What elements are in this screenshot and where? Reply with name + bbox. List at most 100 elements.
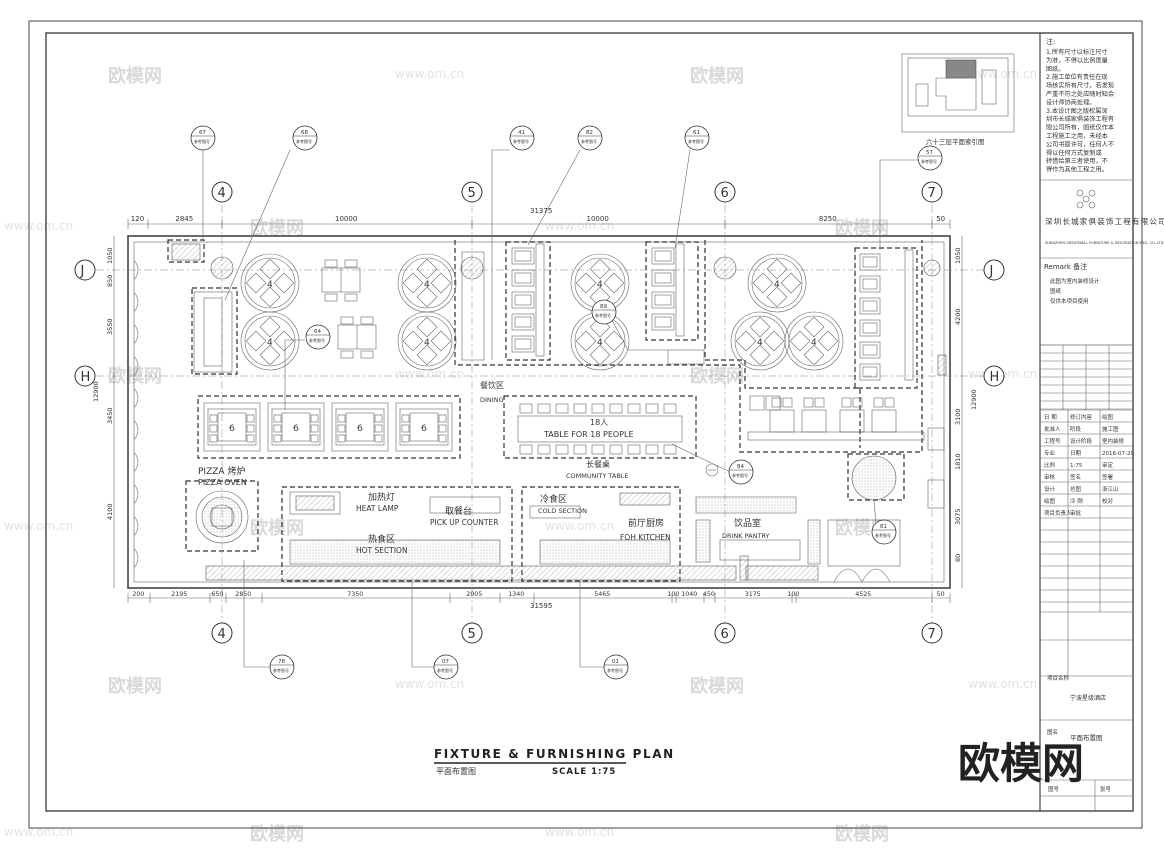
outer-border (28, 20, 1143, 829)
plan-scale: SCALE 1:75 (552, 767, 616, 777)
notes-line: 3.本设计图之版权属深 (1046, 107, 1108, 115)
notes-line: 场核实所有尺寸，若发现 (1046, 82, 1114, 90)
grid-bubble-label: 6 (721, 186, 729, 201)
watermark-logo: 欧模网 (958, 739, 1084, 788)
grid-bubble-label: 7 (928, 627, 936, 642)
dimension-text: 100 (667, 591, 679, 598)
dimension-text: 1050 (954, 247, 962, 264)
drawing-name: 平面布置图 (1070, 733, 1103, 742)
label-heat-lamp: 加热灯 (368, 491, 395, 503)
detail-tag-text: 参考图号 (309, 337, 325, 343)
grid-bubble (714, 181, 736, 203)
label-foh: 前厅厨房 (628, 517, 664, 529)
title-block-cell: 2016-07-20 (1102, 451, 1134, 457)
booth-6: 6 (331, 402, 389, 452)
watermark: 欧模网 (108, 65, 162, 87)
detail-tag-code: 68 (301, 130, 308, 136)
grid-bubble (714, 622, 736, 644)
detail-tag-text: 参考图号 (875, 532, 891, 538)
dimension-text: 2845 (175, 215, 193, 223)
dimension-text: 50 (937, 591, 945, 598)
detail-tag (509, 125, 535, 151)
watermark: 欧模网 (108, 675, 162, 697)
notes-line: 1.所有尺寸以标注尺寸 (1046, 48, 1108, 56)
pizza-oven (195, 490, 249, 544)
table-seat-count: 4 (774, 280, 780, 290)
booth-6: 6 (203, 402, 261, 452)
detail-tag-text: 参考图号 (595, 312, 611, 318)
grid-bubble (983, 259, 1005, 281)
booth-6: 6 (395, 402, 453, 452)
watermark-url: www.om.cn (395, 367, 464, 381)
remark-line: 图纸 (1050, 287, 1062, 295)
dimension-text: 3075 (954, 508, 962, 525)
remark-line: 仅供本项目使用 (1050, 297, 1089, 305)
table-seat-count: 4 (424, 280, 430, 290)
dimension-text: 1050 (106, 247, 114, 264)
zone-sideboard (191, 287, 238, 375)
grid-bubble-label: H (990, 370, 1000, 385)
four-top-table (871, 397, 897, 433)
label-community: 长餐桌 (586, 459, 610, 469)
key-plan-label: 六十三层平面索引图 (926, 137, 985, 146)
dimension-text: 100 (787, 591, 799, 598)
watermark-url: www.om.cn (545, 519, 614, 533)
grid-bubble (74, 365, 96, 387)
label-pickup: 取餐台 (445, 505, 472, 517)
dimension-text: 7350 (347, 591, 363, 598)
detail-tag (577, 125, 603, 151)
detail-tag-code: 84 (737, 464, 744, 470)
grid-bubble (74, 259, 96, 281)
grid-bubble (921, 181, 943, 203)
label-cold-en: COLD SECTION (538, 507, 587, 515)
entrance-doors (833, 568, 891, 583)
dimension-text: 10000 (587, 215, 609, 223)
table-seat-count: 4 (597, 338, 603, 348)
label-foh-en: FOH KITCHEN (620, 533, 671, 542)
grid-bubble (211, 181, 233, 203)
label-pizza: PIZZA 烤炉 (198, 465, 245, 477)
zone-bench-2 (645, 241, 699, 341)
booth-seat-count: 6 (229, 424, 235, 434)
watermark: 欧模网 (835, 823, 889, 845)
dimension-text: 12900 (92, 381, 100, 402)
detail-tag-text: 参考图号 (581, 138, 597, 144)
title-block-cell: 绘图 (1102, 413, 1114, 421)
back-counter (205, 565, 737, 581)
label-dining: 餐饮区 (480, 380, 504, 390)
watermark: 欧模网 (690, 675, 744, 697)
building-outline (127, 235, 951, 589)
dimension-text: 200 (132, 591, 144, 598)
dimension-text: 2005 (466, 591, 482, 598)
grid-bubble-label: J (80, 264, 85, 279)
zone-booths (197, 395, 461, 459)
detail-tag (305, 324, 331, 350)
title-block-cell: 设计阶段 (1070, 437, 1093, 445)
reference-tags: 67参考图号68参考图号41参考图号82参考图号61参考图号57参考图号64参考… (190, 125, 943, 680)
dimension-text: 450 (703, 591, 715, 598)
dimension-text: 4200 (954, 308, 962, 325)
grid-bubble-label: 4 (218, 186, 226, 201)
grid-bubble-label: 5 (468, 627, 476, 642)
booth-seat-count: 6 (293, 424, 299, 434)
title-block-cell: 审批 (1070, 509, 1082, 517)
notes-line: 设计师协商处理。 (1046, 98, 1096, 106)
label-hot: 热食区 (368, 533, 395, 545)
label-heat-lamp-en: HEAT LAMP (356, 504, 399, 513)
zone-hot-section (281, 486, 513, 582)
grid-bubble-label: H (81, 370, 91, 385)
notes-line: 限公司所有，图纸仅作本 (1046, 124, 1114, 132)
watermark-url: www.om.cn (4, 519, 73, 533)
zone-corner (167, 239, 205, 263)
dimension-text: 4525 (855, 591, 871, 598)
community-table-label: TABLE FOR 18 PEOPLE (543, 430, 634, 439)
watermark-layer: 欧模网 www.om.cn 欧模网 www.om.cn 欧模网 www.om.c… (4, 65, 1037, 845)
dimension-text: 80 (954, 554, 962, 562)
watermark: 欧模网 (690, 65, 744, 87)
detail-tag-text: 参考图号 (437, 667, 453, 673)
title-block-cell: 日 期 (1044, 414, 1057, 421)
title-block-cell: 设计 (1044, 485, 1056, 493)
detail-tag-code: 01 (612, 659, 619, 665)
watermark: 欧模网 (250, 217, 304, 239)
table-seat-count: 4 (811, 338, 817, 348)
